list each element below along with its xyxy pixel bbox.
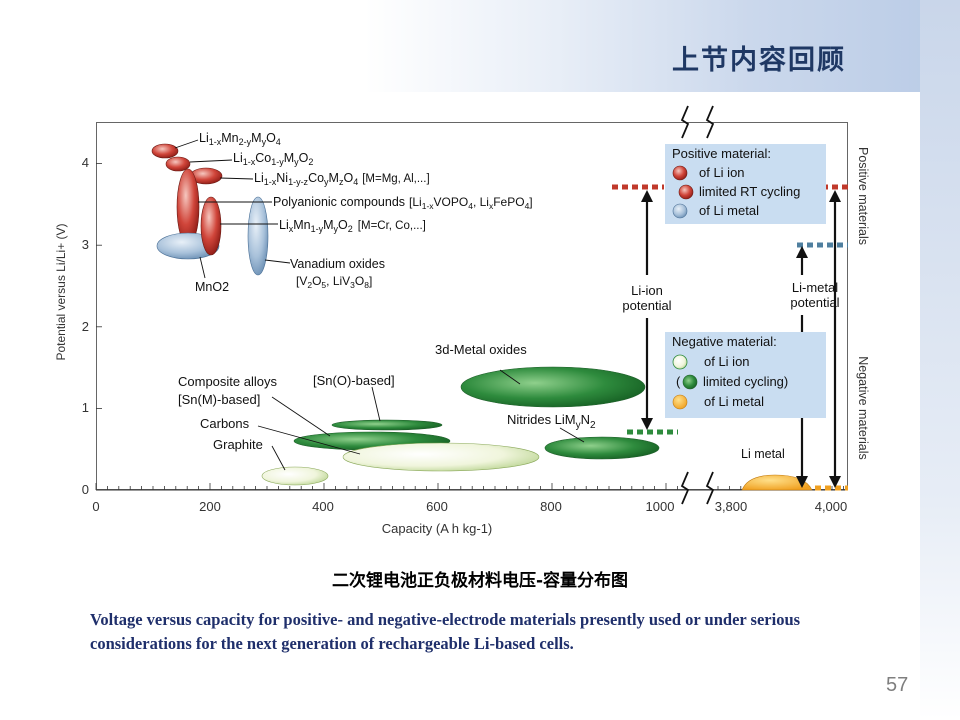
negative-leaders [257, 369, 585, 471]
legend-swatch-limited [678, 184, 694, 200]
label-licoo2: Li1-xCo1-yMyO2 [233, 151, 313, 167]
label-3d-metal-oxides: 3d-Metal oxides [435, 342, 527, 357]
li-ion-potential-line2: potential [622, 298, 671, 313]
graphite-blob [261, 466, 329, 486]
positive-legend-item: limited RT cycling [699, 184, 800, 199]
positive-leaders [174, 139, 291, 279]
legend-swatch-li-metal [672, 203, 688, 219]
label-composite-alloys-2: [Sn(M)-based] [178, 392, 260, 407]
li-metal-potential-line2: potential [790, 295, 839, 310]
x-tick-marks [95, 483, 844, 490]
x-tick-label: 800 [540, 499, 562, 514]
x-tick-label: 200 [199, 499, 221, 514]
right-decor-strip [920, 0, 960, 720]
vanadium-oxides-blob [247, 196, 269, 276]
nitrides-blob [544, 436, 660, 460]
sno-based-blob [331, 419, 443, 431]
li-metal-potential-line1: Li-metal [792, 280, 838, 295]
y-tick-label: 3 [82, 237, 89, 252]
positive-legend-box [665, 144, 826, 224]
positive-legend-item: of Li metal [699, 203, 759, 218]
y-tick-label: 4 [82, 155, 89, 170]
x-tick-label: 1000 [646, 499, 675, 514]
right-label-positive: Positive materials [856, 147, 870, 245]
metal-oxides-blob [460, 366, 646, 408]
x-tick-labels: 0 200 400 600 800 1000 3,800 4,000 [92, 499, 847, 514]
y-tick-label: 1 [82, 400, 89, 415]
figure-caption-cn: 二次锂电池正负极材料电压-容量分布图 [331, 571, 629, 591]
carbons-blob [342, 442, 540, 472]
li-metal-blob [741, 474, 813, 491]
legend-swatch-neg-li-metal [672, 394, 688, 410]
x-tick-label: 3,800 [715, 499, 748, 514]
positive-legend-title: Positive material: [672, 146, 771, 161]
x-tick-label: 4,000 [815, 499, 848, 514]
label-limnmo2: LixMn1-yMyO2[M=Cr, Co,...] [279, 218, 426, 234]
y-tick-label: 0 [82, 482, 89, 497]
y-tick-labels: 0 1 2 3 4 [82, 155, 89, 497]
negative-legend-title: Negative material: [672, 334, 777, 349]
negative-labels: 3d-Metal oxides [Sn(O)-based] Composite … [178, 342, 785, 461]
x-tick-label: 400 [312, 499, 334, 514]
slide-title: 上节内容回顾 [672, 45, 846, 76]
negative-legend-item: of Li ion [704, 354, 750, 369]
x-tick-label: 0 [92, 499, 99, 514]
x-axis-label: Capacity (A h kg-1) [382, 521, 493, 536]
potential-dashes [612, 184, 848, 491]
positive-labels: Li1-xMn2-yMyO4 Li1-xCo1-yMyO2 Li1-xNi1-y… [195, 131, 533, 294]
positive-materials [151, 143, 269, 276]
negative-legend-item: limited cycling) [703, 374, 788, 389]
y-tick-label: 2 [82, 319, 89, 334]
positive-legend: Positive material: of Li ion limited RT … [665, 144, 826, 224]
negative-legend-item: of Li metal [704, 394, 764, 409]
label-composite-alloys-1: Composite alloys [178, 374, 277, 389]
label-li-metal: Li metal [741, 447, 785, 461]
potential-labels: Li-ion potential Li-metal potential [622, 280, 839, 313]
axis-break-bottom [680, 471, 715, 505]
page-number: 57 [886, 674, 909, 696]
label-mno2: MnO2 [195, 280, 229, 294]
negative-legend: Negative material: of Li ion ( limited c… [665, 332, 826, 418]
limn2o4-blob [151, 143, 179, 159]
axis-break-top [680, 105, 715, 139]
label-vanadium-oxides: Vanadium oxides [290, 257, 385, 271]
label-vanadium-formula: [V2O5, LiV3O8] [296, 274, 372, 290]
figure-caption-en: Voltage versus capacity for positive- an… [90, 610, 801, 653]
header-banner [0, 0, 960, 92]
licoo2-blob [165, 156, 191, 172]
label-polyanionic: Polyanionic compounds[Li1-xVOPO4, LixFeP… [273, 195, 533, 211]
legend-swatch-neg-li-ion [672, 354, 688, 370]
label-graphite: Graphite [213, 437, 263, 452]
li-ion-potential-line1: Li-ion [631, 283, 663, 298]
label-sno-based: [Sn(O)-based] [313, 373, 395, 388]
label-carbons: Carbons [200, 416, 250, 431]
label-limn2o4: Li1-xMn2-yMyO4 [199, 131, 281, 147]
label-nitrides: Nitrides LiMyN2 [507, 412, 596, 431]
right-label-negative: Negative materials [856, 356, 870, 460]
y-axis-label: Potential versus Li/Li+ (V) [54, 223, 68, 360]
x-tick-label: 600 [426, 499, 448, 514]
negative-materials [261, 366, 660, 486]
limnmo2-blob [200, 196, 222, 256]
positive-legend-item: of Li ion [699, 165, 745, 180]
label-linicomo2: Li1-xNi1-y-zCoyMzO4[M=Mg, Al,...] [254, 171, 430, 187]
legend-swatch-li-ion [672, 165, 688, 181]
legend-swatch-neg-limited [682, 374, 698, 390]
negative-legend-paren: ( [676, 374, 681, 389]
y-tick-marks [96, 163, 102, 491]
